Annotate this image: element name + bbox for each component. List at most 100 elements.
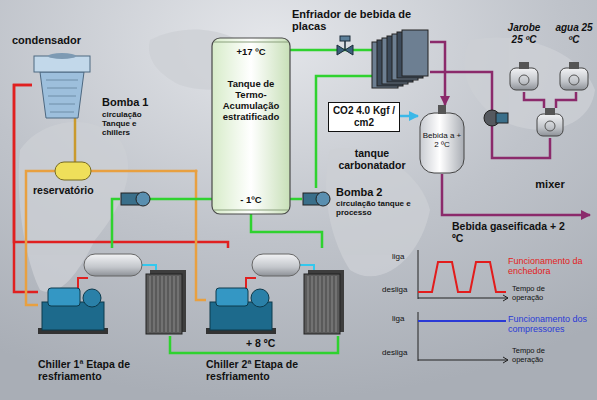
cooler-plate: [402, 30, 428, 76]
tower-louver: [48, 96, 76, 97]
node-text: Bomba 2: [336, 186, 414, 199]
compressor-head: [48, 288, 80, 306]
mixer-tank: mixer: [535, 108, 565, 138]
chart-title: Funcionamento da enchedora: [508, 256, 592, 276]
node-text: Enfriador de bebida de placas: [292, 8, 427, 32]
axis-label: desliga: [382, 285, 407, 295]
pipe-line: [290, 49, 372, 52]
tank-seam: [214, 42, 288, 43]
evaporator-shell: [84, 254, 142, 276]
pump-shape: [120, 188, 150, 210]
receiver-shape: [55, 162, 91, 180]
beverage-pump: [484, 110, 508, 126]
pipe-line: [74, 118, 77, 162]
tower-louver: [46, 80, 78, 81]
tower-fan: [48, 53, 76, 59]
coil-fin: [312, 276, 313, 332]
pipe-line: [150, 198, 212, 201]
pipe-line: [316, 76, 372, 188]
chart-axis: [418, 360, 508, 361]
mixer-tank-shape: [535, 108, 565, 138]
node-text: circulação Tanque e chillers: [102, 110, 158, 137]
pipe-line: [556, 92, 576, 108]
coil-fin: [170, 276, 171, 332]
chiller-unit-shape: [206, 248, 346, 336]
plate-cooler-shape: [372, 28, 430, 90]
hot-gas-pipe: [246, 278, 256, 290]
node-text: circulação tanque e processo: [336, 199, 414, 217]
pipe-line: [251, 214, 322, 248]
coil-fin: [158, 276, 159, 332]
chart-title: Funcionamento dos compressores: [508, 314, 592, 334]
tank-window: [545, 121, 555, 131]
condenser-shape: [32, 52, 92, 118]
valve-actuator: [340, 36, 350, 41]
tank-body: [560, 68, 588, 90]
coil-fin: [308, 276, 309, 332]
pipe-line: [400, 115, 418, 118]
agitator-motor: [519, 62, 529, 69]
pipe-line: [524, 92, 544, 108]
co2-box: CO2 4.0 Kgf / cm2: [328, 102, 400, 132]
vessel-body: [420, 113, 464, 173]
world-map: [19, 30, 595, 292]
coil-fin: [154, 276, 155, 332]
vessel-motor: [438, 105, 446, 114]
filler-signal: [418, 262, 506, 292]
node-text: mixer: [525, 178, 575, 191]
hot-gas-pipe: [78, 278, 88, 290]
carbonator-tank: Bebida a + 2 ºCtanque carbonatador: [418, 105, 466, 173]
chiller-unit-shape: [38, 248, 188, 336]
node-text: CO2 4.0 Kgf / cm2: [328, 105, 400, 129]
water-tank: agua 25 ºC: [558, 62, 590, 92]
node-text: condensador: [12, 34, 122, 47]
outlet-line: [442, 174, 590, 215]
tank-seam: [214, 210, 288, 211]
coil-front: [304, 274, 340, 334]
coil-fin: [336, 276, 337, 332]
control-valve: [337, 36, 353, 55]
pipe-line: [170, 336, 338, 353]
node-text: Bebida a + 2 ºC: [422, 131, 462, 149]
coil-fin: [178, 276, 179, 332]
axis-label: Tempo de operação: [512, 284, 572, 302]
compressor-head: [216, 288, 248, 306]
chart-compressores: [418, 312, 508, 363]
tower-louver: [50, 112, 74, 113]
tank-body: [212, 38, 290, 214]
compressor-motor: [251, 289, 269, 307]
coil-fin: [316, 276, 317, 332]
chiller-unit: Chiller 1ª Etapa de resfriamento: [38, 248, 188, 336]
node-text: agua 25 ºC: [555, 22, 593, 46]
coil-front: [146, 274, 182, 334]
tank-window: [519, 75, 529, 85]
node-text: Chiller 1ª Etapa de resfriamento: [38, 358, 178, 382]
node-text: +17 ºC: [212, 46, 290, 57]
node-text: - 1ºC: [212, 194, 290, 205]
coil-fin: [328, 276, 329, 332]
pipe-line: [290, 198, 302, 201]
pump-motor: [496, 113, 508, 123]
compressor-motor: [83, 289, 101, 307]
node-text: reservatório: [33, 184, 113, 197]
tower-louver: [49, 104, 75, 105]
coil-fin: [166, 276, 167, 332]
coil-fin: [332, 276, 333, 332]
pipe-joint: [195, 170, 198, 173]
plate-cooler: Enfriador de bebida de placas: [372, 28, 430, 90]
syrup-tank-shape: [508, 62, 540, 92]
storage-tank: +17 ºCTanque de Termo-Acumulação estrati…: [212, 38, 290, 214]
tank-body: [537, 114, 563, 136]
map-land: [464, 37, 595, 130]
pump-body: [136, 192, 150, 206]
tank-window: [569, 75, 579, 85]
temperature-label: + 8 ºC: [246, 337, 275, 350]
chart-axis: [418, 298, 508, 299]
tank-body: [510, 68, 538, 90]
coil-fin: [174, 276, 175, 332]
syrup-tank: Jarobe 25 ºC: [508, 62, 540, 92]
chiller-unit: Chiller 2ª Etapa de resfriamento: [206, 248, 346, 336]
compressor-signal: [418, 320, 506, 322]
